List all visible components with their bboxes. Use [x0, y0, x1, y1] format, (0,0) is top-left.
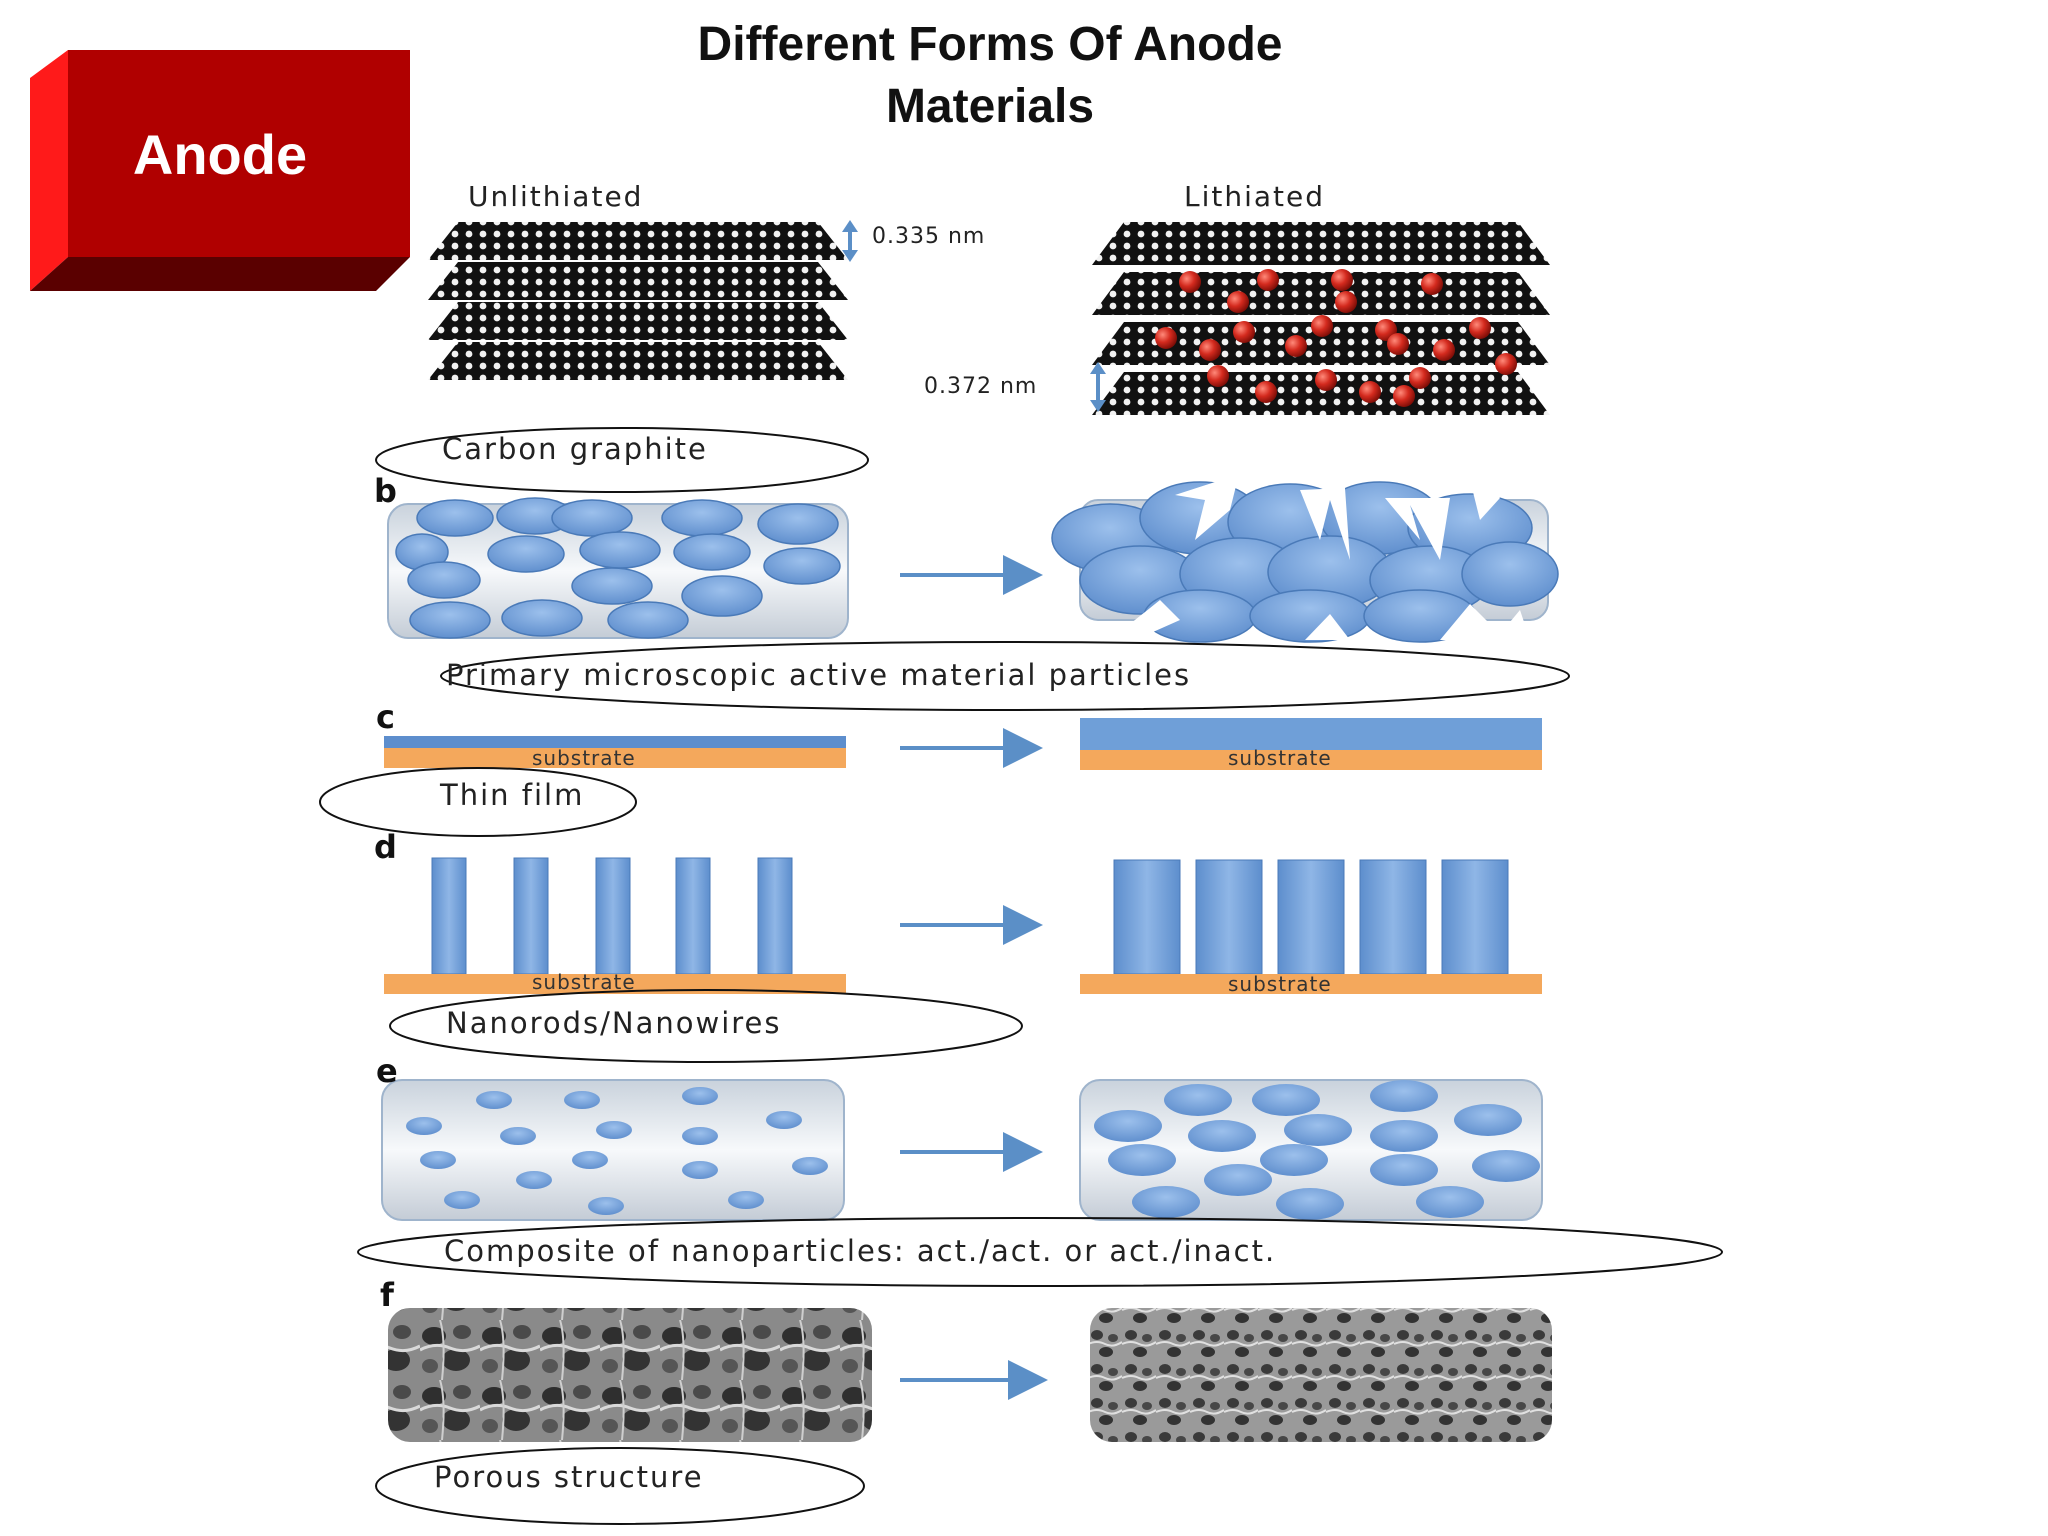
- graphite-lithiated: [1090, 222, 1550, 415]
- section-letter-d: d: [374, 828, 397, 866]
- header-unlithiated: Unlithiated: [468, 180, 644, 213]
- badge-shape: [30, 50, 410, 291]
- composite-lithiated: [1079, 1079, 1543, 1221]
- caption-particles: Primary microscopic active material part…: [446, 658, 1192, 692]
- measure-0335: 0.335 nm: [872, 224, 986, 249]
- substrate-label-d-left: substrate: [532, 970, 636, 994]
- caption-carbon-graphite: Carbon graphite: [442, 432, 708, 466]
- graphite-unlithiated: [428, 220, 858, 380]
- thin-film-lithiated: [1080, 718, 1542, 770]
- title-line-2: Materials: [885, 80, 1095, 133]
- particles-unlithiated: [387, 497, 849, 639]
- lithium-ions: [1155, 269, 1517, 407]
- caption-thin-film: Thin film: [440, 778, 585, 812]
- measure-0372: 0.372 nm: [924, 374, 1038, 399]
- particles-lithiated: [1051, 470, 1559, 643]
- section-letter-f: f: [380, 1276, 394, 1314]
- badge-label: Anode: [132, 123, 308, 186]
- nanorods-lithiated: [1080, 859, 1542, 994]
- porous-lithiated: [1090, 1308, 1552, 1442]
- crack-marks: [1110, 470, 1530, 640]
- title-line-1: Different Forms Of Anode: [697, 18, 1283, 71]
- slide-title: Different Forms Of Anode Materials: [500, 14, 1480, 138]
- section-letter-e: e: [376, 1052, 398, 1090]
- substrate-label-c-left: substrate: [532, 746, 636, 770]
- caption-composite: Composite of nanoparticles: act./act. or…: [444, 1234, 1277, 1268]
- substrate-label-c-right: substrate: [1228, 746, 1332, 770]
- porous-unlithiated: [388, 1308, 872, 1442]
- caption-ellipses: [319, 427, 1723, 1525]
- thin-film-unlithiated: [384, 736, 846, 768]
- caption-porous: Porous structure: [434, 1460, 704, 1494]
- composite-unlithiated: [381, 1079, 845, 1221]
- substrate-label-d-right: substrate: [1228, 972, 1332, 996]
- section-letter-c: c: [376, 698, 395, 736]
- caption-nanorods: Nanorods/Nanowires: [446, 1006, 782, 1040]
- nanorods-unlithiated: [384, 857, 846, 994]
- header-lithiated: Lithiated: [1184, 180, 1326, 213]
- section-letter-b: b: [374, 472, 397, 510]
